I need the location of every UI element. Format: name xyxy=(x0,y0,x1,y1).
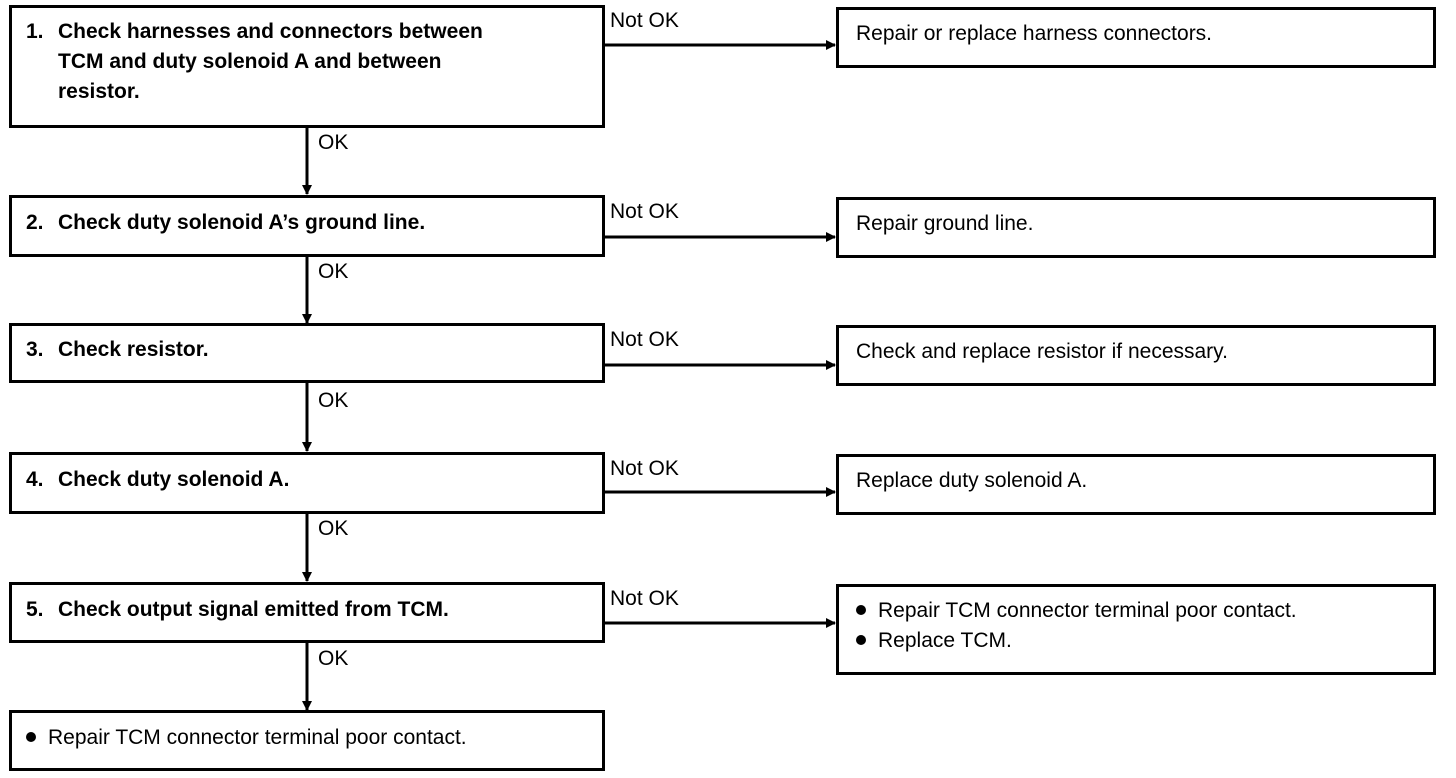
step-text-2: 2. Check duty solenoid A’s ground line. xyxy=(26,208,425,238)
step-line: TCM and duty solenoid A and between xyxy=(58,50,442,73)
bullet-icon xyxy=(856,605,866,615)
step-number: 3. xyxy=(26,338,44,361)
not-ok-label: Not OK xyxy=(610,328,679,351)
not-ok-label: Not OK xyxy=(610,200,679,223)
final-text: Repair TCM connector terminal poor conta… xyxy=(26,723,467,753)
ok-label: OK xyxy=(318,389,349,412)
step-line: Check output signal emitted from TCM. xyxy=(58,598,449,621)
ok-label: OK xyxy=(318,260,349,283)
step-number: 1. xyxy=(26,20,44,43)
step-box-4 xyxy=(9,452,605,514)
not-ok-label: Not OK xyxy=(610,9,679,32)
ok-label: OK xyxy=(318,647,349,670)
action-box-3 xyxy=(836,325,1436,386)
not-ok-label: Not OK xyxy=(610,587,679,610)
step-line: Check duty solenoid A’s ground line. xyxy=(58,211,426,234)
bullet-icon xyxy=(26,732,36,742)
action-text-1: Repair or replace harness connectors. xyxy=(856,22,1213,45)
step-text-5: 5. Check output signal emitted from TCM. xyxy=(26,595,449,625)
step-number: 4. xyxy=(26,468,44,491)
action-bullet: Replace TCM. xyxy=(878,629,1012,652)
bullet-icon xyxy=(856,635,866,645)
not-ok-label: Not OK xyxy=(610,457,679,480)
step-box-2 xyxy=(9,195,605,257)
step-line: Check duty solenoid A. xyxy=(58,468,290,491)
action-box-5 xyxy=(836,584,1436,675)
action-box-1 xyxy=(836,7,1436,68)
action-box-4 xyxy=(836,454,1436,515)
step-line: Check harnesses and connectors between xyxy=(58,20,483,43)
action-bullet: Repair TCM connector terminal poor conta… xyxy=(878,599,1297,622)
ok-label: OK xyxy=(318,517,349,540)
action-text-4: Replace duty solenoid A. xyxy=(856,469,1088,492)
ok-label: OK xyxy=(318,131,349,154)
step-box-3 xyxy=(9,323,605,383)
step-number: 5. xyxy=(26,598,44,621)
action-text-2: Repair ground line. xyxy=(856,212,1034,235)
step-box-5 xyxy=(9,582,605,643)
action-text-5: Repair TCM connector terminal poor conta… xyxy=(856,596,1297,656)
step-number: 2. xyxy=(26,211,44,234)
step-text-3: 3. Check resistor. xyxy=(26,335,209,365)
action-box-2 xyxy=(836,197,1436,258)
step-text-4: 4. Check duty solenoid A. xyxy=(26,465,289,495)
final-box xyxy=(9,710,605,771)
step-line: Check resistor. xyxy=(58,338,209,361)
action-text-3: Check and replace resistor if necessary. xyxy=(856,340,1228,363)
step-box-1 xyxy=(9,5,605,128)
step-text-1: 1. Check harnesses and connectors between… xyxy=(26,17,483,107)
step-line: resistor. xyxy=(58,80,140,103)
final-bullet: Repair TCM connector terminal poor conta… xyxy=(48,726,467,749)
